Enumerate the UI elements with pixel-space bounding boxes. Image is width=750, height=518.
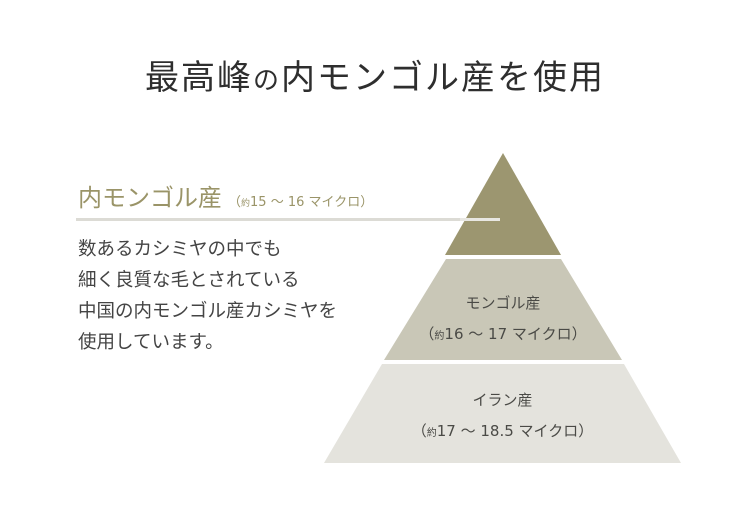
tier-name: モンゴル産 (465, 294, 541, 312)
tier-range: （約16 ～ 17 マイクロ） (419, 325, 587, 343)
description-line: 使用しています。 (78, 332, 224, 353)
pyramid-tier-middle (384, 259, 622, 360)
tier-range: （約17 ～ 18.5 マイクロ） (411, 422, 594, 440)
feature-heading-title: 内モンゴル産 (78, 184, 222, 212)
description-line: 数あるカシミヤの中でも (78, 239, 282, 260)
title-part-3: 内モンゴル産を使用 (281, 58, 605, 98)
pyramid-tier-bottom (324, 364, 681, 463)
feature-description: 数あるカシミヤの中でも 細く良質な毛とされている 中国の内モンゴル産カシミヤを … (78, 234, 337, 358)
description-line: 細く良質な毛とされている (78, 270, 300, 291)
description-line: 中国の内モンゴル産カシミヤを (78, 301, 338, 322)
pointer-line (460, 218, 500, 221)
title-part-1: 最高峰 (144, 58, 253, 98)
tier-label-iran: イラン産 （約17 ～ 18.5 マイクロ） (324, 389, 681, 441)
page-title: 最高峰の内モンゴル産を使用 (0, 50, 750, 99)
feature-heading-range: （約15 ～ 16 マイクロ） (228, 195, 374, 210)
title-part-2: の (252, 66, 281, 96)
heading-divider (76, 218, 500, 221)
tier-label-mongolia: モンゴル産 （約16 ～ 17 マイクロ） (384, 292, 622, 344)
pyramid-tier-top (445, 153, 561, 255)
feature-heading: 内モンゴル産 （約15 ～ 16 マイクロ） (78, 178, 373, 213)
tier-name: イラン産 (472, 391, 533, 409)
